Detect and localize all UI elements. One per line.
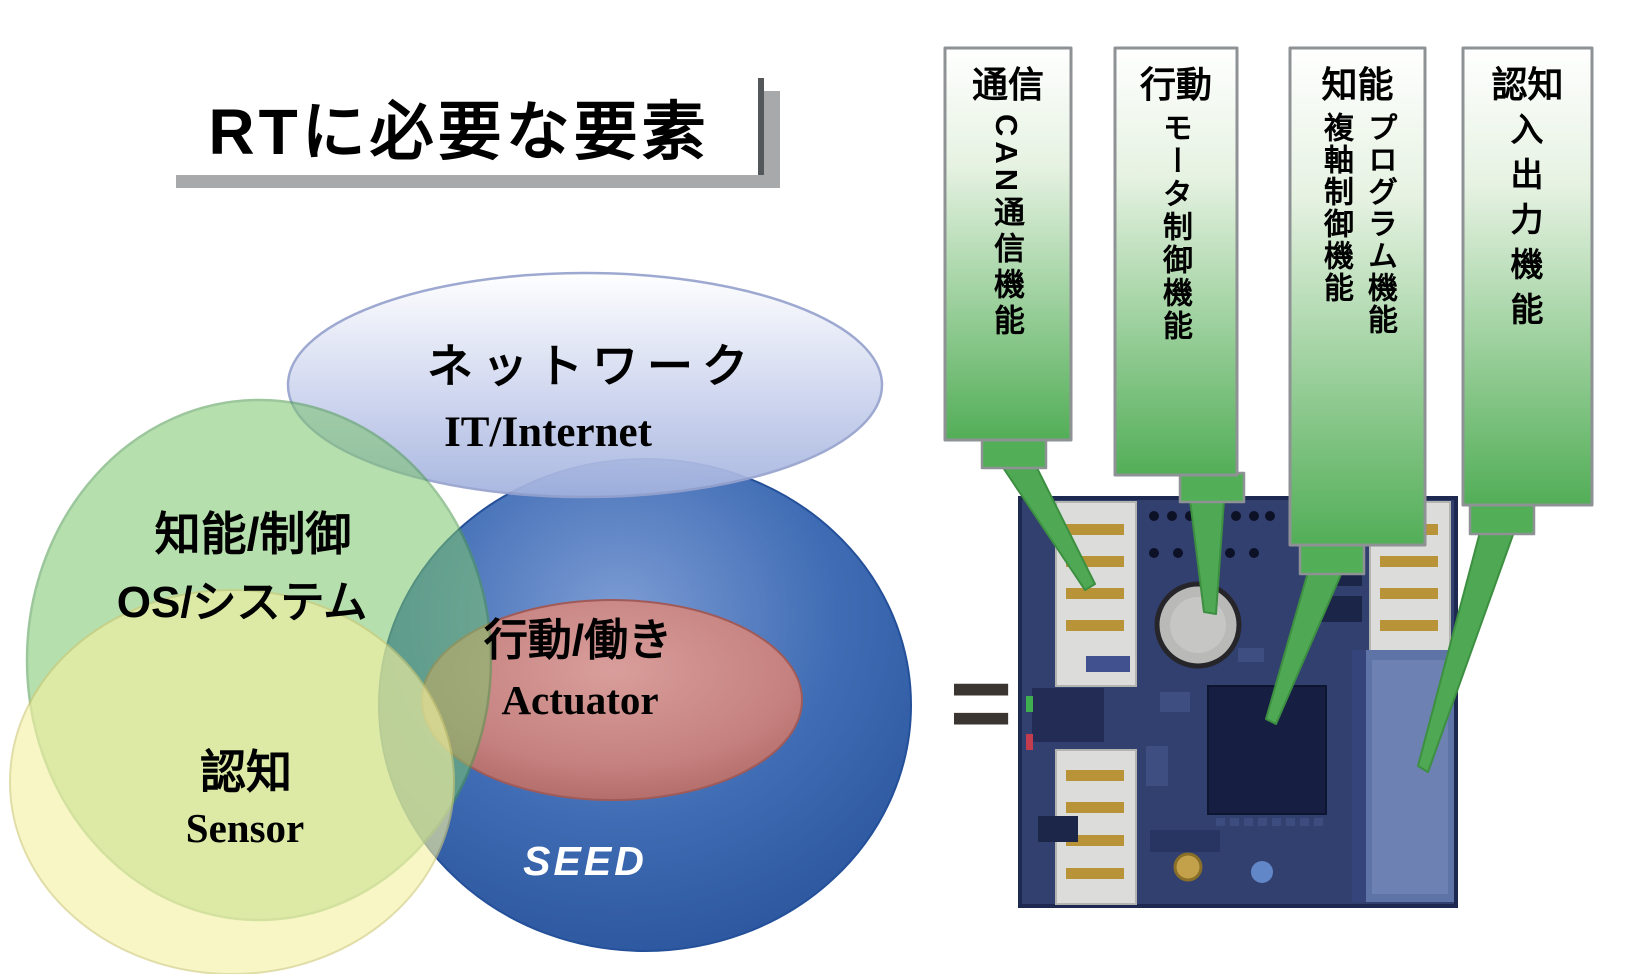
intelligence-label: 知能/制御 <box>154 508 352 560</box>
tag4-header: 認知 <box>1491 64 1564 105</box>
tag4-stub <box>1468 501 1536 536</box>
part-3 <box>1146 746 1168 786</box>
part-1 <box>1160 692 1190 712</box>
tag1-stub <box>980 436 1048 470</box>
action-label: 行動/働き <box>483 616 673 665</box>
seed-label: SEED <box>523 838 647 884</box>
tag3-function-2: 複軸制御機能 <box>1319 112 1352 304</box>
pad-gold <box>1173 852 1203 882</box>
action-sublabel: Actuator <box>501 677 659 723</box>
part-5 <box>1150 830 1220 852</box>
tag4-function: 入出力機能 <box>1506 112 1543 337</box>
part-2 <box>1238 648 1264 662</box>
tag4-box <box>1461 46 1594 507</box>
intelligence-sublabel: OS/システム <box>116 578 368 627</box>
tag1-box <box>943 46 1073 442</box>
tag3-stub <box>1298 541 1366 576</box>
venn-diagram <box>9 271 912 974</box>
board-tags <box>943 46 1594 773</box>
led-green <box>1026 696 1033 712</box>
mcu-chip <box>1207 685 1327 815</box>
tag1-header: 通信 <box>971 64 1044 105</box>
circuit-board <box>1018 496 1458 908</box>
tag2-stub <box>1178 471 1246 504</box>
tag2-box <box>1113 46 1239 477</box>
network-sublabel: IT/Internet <box>444 409 652 456</box>
led-red <box>1026 734 1033 750</box>
tag3-functions: プログラム機能 複軸制御機能 <box>1313 112 1401 542</box>
network-ellipse <box>286 271 884 499</box>
mcu-pins <box>1216 818 1323 826</box>
ic-left-small <box>1038 816 1078 842</box>
tag2-header: 行動 <box>1139 64 1212 105</box>
tag2-function: モータ制御機能 <box>1158 112 1191 343</box>
tag1-function: CAN通信機能 <box>989 114 1024 341</box>
pad-blue <box>1251 861 1273 883</box>
equals-sign: = <box>949 641 1013 763</box>
tag3-function-1: プログラム機能 <box>1363 112 1396 336</box>
ic-left <box>1032 688 1104 742</box>
network-label: ネットワーク <box>427 340 757 392</box>
part-4 <box>1086 656 1130 672</box>
sensor-ellipse <box>9 589 455 974</box>
title-box: RTに必要な要素 <box>160 78 764 175</box>
page-title: RTに必要な要素 <box>208 95 710 168</box>
tag3-box <box>1288 46 1427 547</box>
recognition-label: 認知 <box>200 746 292 798</box>
tag3-header: 知能 <box>1321 64 1394 105</box>
io-module-edge <box>1352 650 1366 902</box>
recognition-sublabel: Sensor <box>185 805 305 851</box>
